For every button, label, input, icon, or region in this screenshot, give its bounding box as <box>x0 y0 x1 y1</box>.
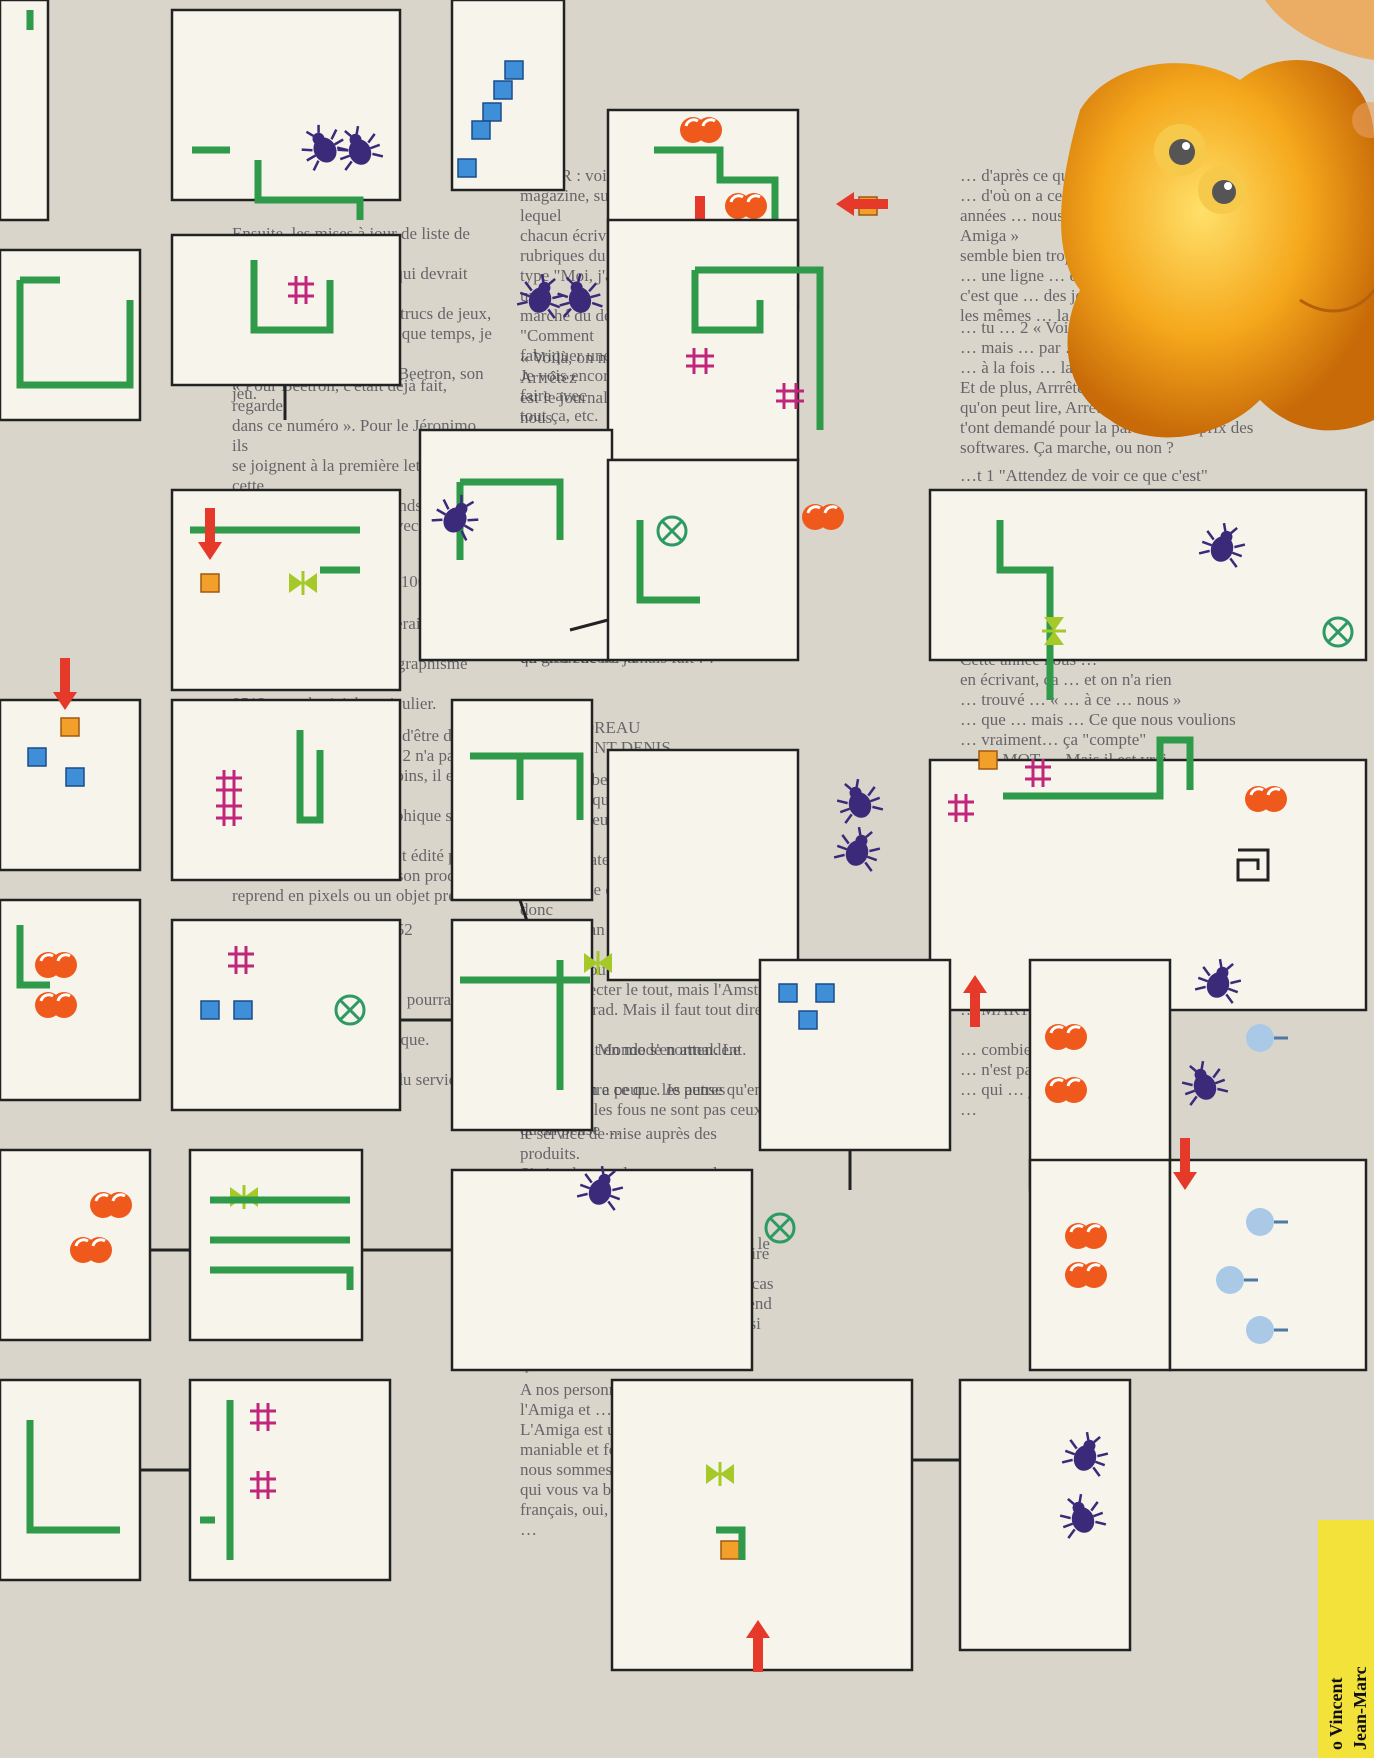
orange-block <box>61 718 79 736</box>
room-d2 <box>172 700 400 880</box>
beetle <box>833 822 885 872</box>
beetle <box>832 774 884 824</box>
room-a1 <box>0 0 48 220</box>
room-g2 <box>190 1380 390 1580</box>
blue-block <box>483 103 501 121</box>
room-g1 <box>0 1380 140 1580</box>
orange-blob <box>1065 1262 1107 1288</box>
exit <box>766 1214 794 1242</box>
blue-block <box>494 81 512 99</box>
credit-line-1: o Vincent <box>1326 1677 1347 1750</box>
blue-block <box>472 121 490 139</box>
blue-block <box>66 768 84 786</box>
orange-blob <box>35 952 77 978</box>
orange-blob <box>70 1237 112 1263</box>
blue-block <box>816 984 834 1002</box>
orange-blob <box>90 1192 132 1218</box>
beetle <box>553 270 603 318</box>
room-d4 <box>608 750 798 980</box>
blue-block <box>28 748 46 766</box>
blue-block <box>799 1011 817 1029</box>
room-f2 <box>190 1150 362 1340</box>
orange-blob <box>1045 1024 1087 1050</box>
orange-blob <box>1065 1223 1107 1249</box>
room-b2 <box>172 235 400 385</box>
credits-box: o Vincent Jean-Marc <box>1318 1520 1374 1758</box>
orange-block <box>201 574 219 592</box>
orange-blob <box>802 504 844 530</box>
orange-blob <box>35 992 77 1018</box>
orange-block <box>979 751 997 769</box>
blue-block <box>505 61 523 79</box>
room-c4 <box>930 490 1366 660</box>
credit-line-2: Jean-Marc <box>1350 1666 1371 1750</box>
blue-block <box>234 1001 252 1019</box>
orange-block <box>721 1541 739 1559</box>
blue-block <box>201 1001 219 1019</box>
room-e3 <box>452 920 592 1130</box>
orange-blob <box>1045 1077 1087 1103</box>
room-g4 <box>960 1380 1130 1650</box>
orb <box>1246 1024 1288 1052</box>
beetle <box>1177 1056 1229 1106</box>
orange-blob <box>725 193 767 219</box>
orange-blob <box>1245 786 1287 812</box>
orange-blob <box>680 117 722 143</box>
blue-block <box>779 984 797 1002</box>
blue-block <box>458 159 476 177</box>
room-b3 <box>608 220 798 460</box>
room-a2 <box>172 10 400 200</box>
room-e5 <box>1030 960 1170 1190</box>
